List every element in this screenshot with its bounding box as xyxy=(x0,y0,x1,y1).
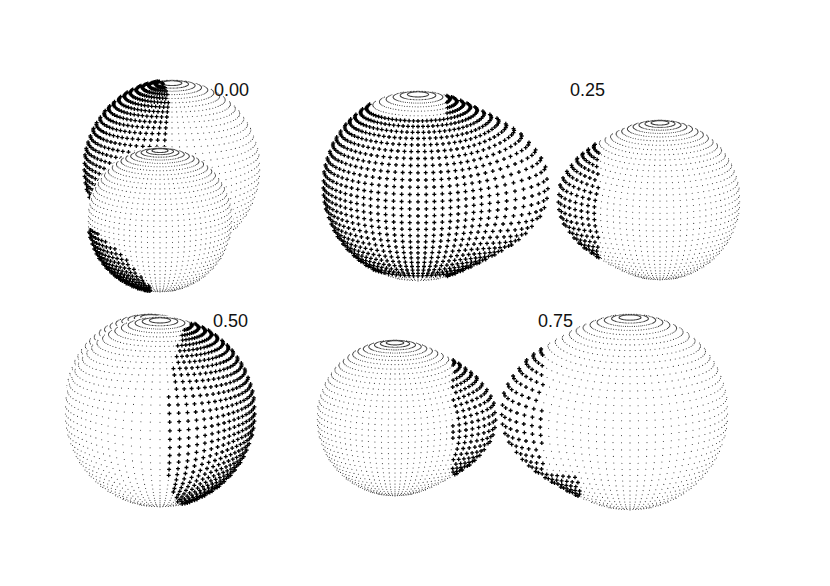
surface-dots xyxy=(317,340,452,496)
star-disc xyxy=(64,316,257,509)
spot-marks xyxy=(321,94,550,278)
spot-marks xyxy=(556,142,600,259)
spot-marks xyxy=(500,347,582,498)
star-model xyxy=(64,316,257,509)
surface-dots xyxy=(599,120,739,280)
phase-label: 0.50 xyxy=(213,312,248,330)
spot-marks xyxy=(167,322,257,506)
surface-dots xyxy=(65,317,193,507)
star-disc xyxy=(87,147,234,294)
star-model xyxy=(321,91,550,281)
surface-dots xyxy=(544,314,728,510)
spot-marks xyxy=(451,358,498,476)
star-model xyxy=(500,314,728,510)
star-model xyxy=(556,120,739,280)
spot-marks xyxy=(87,228,152,293)
phase-label: 0.25 xyxy=(570,81,605,99)
star-model xyxy=(317,340,497,496)
star-model xyxy=(87,147,234,294)
phase-label: 0.00 xyxy=(214,81,249,99)
phase-label: 0.75 xyxy=(538,312,573,330)
